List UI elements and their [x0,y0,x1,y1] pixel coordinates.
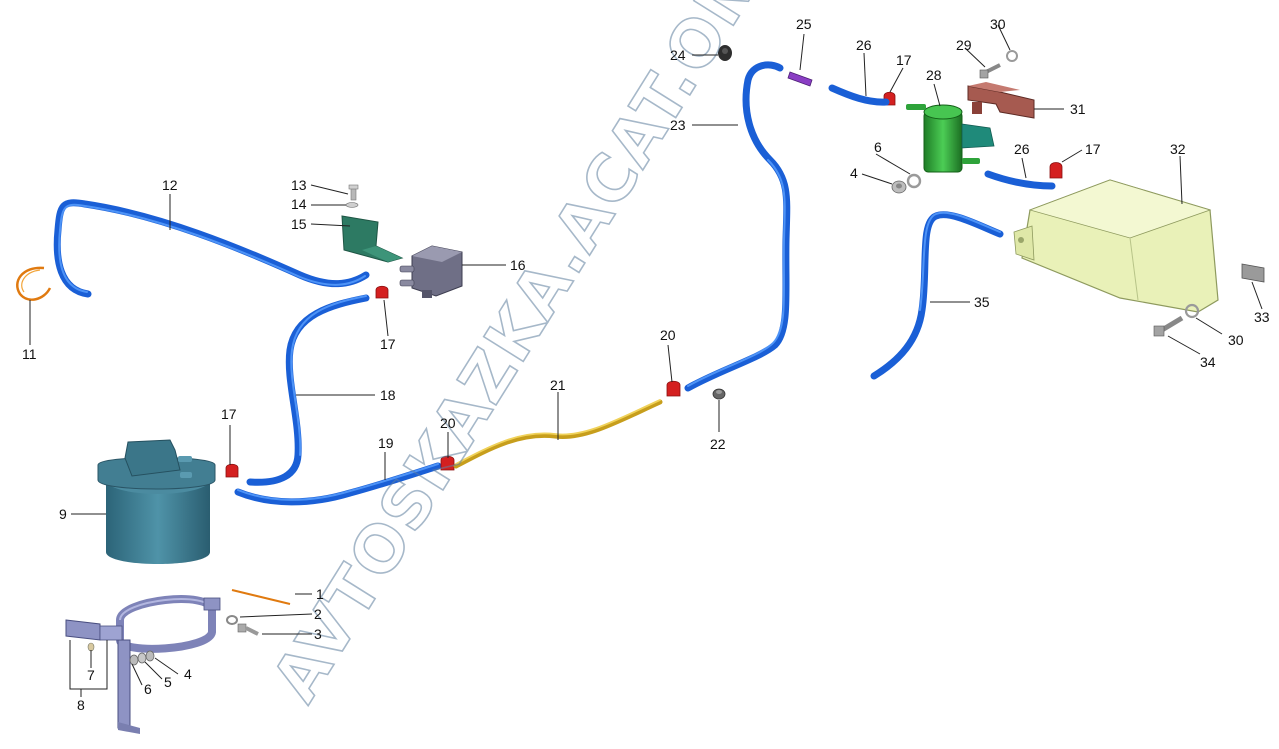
callout-24: 24 [670,47,686,63]
callout-2: 2 [314,606,322,622]
callout-20-a: 20 [440,415,456,431]
part-2-washer [226,615,238,625]
part-9-fuel-filter [97,439,216,564]
callout-30-lower: 30 [1228,332,1244,348]
callout-17-a: 17 [380,336,396,352]
leader-lines [29,24,1263,697]
callout-21: 21 [550,377,566,393]
callout-12: 12 [162,177,178,193]
callout-33: 33 [1254,309,1270,325]
clamp-20-b [666,380,681,397]
part-30-washer-upper [1006,50,1018,62]
callout-8: 8 [77,697,85,713]
callout-29: 29 [956,37,972,53]
callout-19: 19 [378,435,394,451]
callout-9: 9 [59,506,67,522]
callout-26-lower: 26 [1014,141,1030,157]
callout-35: 35 [974,294,990,310]
callout-18: 18 [380,387,396,403]
callout-6-upper: 6 [874,139,882,155]
callout-30-upper: 30 [990,16,1006,32]
part-26-hose-upper [828,84,890,106]
part-31-bracket [967,82,1035,119]
clamp-17-d [1049,162,1063,179]
callout-15: 15 [291,216,307,232]
callout-labels: 1 2 3 4 5 6 7 8 9 11 12 13 14 15 16 17 1… [22,16,1270,713]
callout-20-b: 20 [660,327,676,343]
callout-16: 16 [510,257,526,273]
callout-4-upper: 4 [850,165,858,181]
callout-17-b: 17 [221,406,237,422]
callout-3: 3 [314,626,322,642]
part-15-bracket [341,215,404,263]
part-30-washer-lower [1184,303,1200,319]
part-29-bolt [979,63,1001,79]
clamp-17-a [375,285,389,299]
part-24-grommet [718,45,732,61]
part-12-hose [53,199,370,298]
clamp-17-b [225,463,239,478]
callout-13: 13 [291,177,307,193]
clamp-20-a [440,455,455,471]
part-16-valve [399,245,463,298]
callout-7: 7 [87,667,95,683]
part-18-hose [246,294,370,486]
callout-11: 11 [22,346,37,362]
callout-31: 31 [1070,101,1086,117]
part-13-bolt [348,184,359,201]
part-22-grommet [712,388,726,400]
part-8-bracket [65,595,221,734]
callout-1: 1 [316,586,324,602]
part-34-bolt [1153,315,1184,337]
part-14-washer [345,202,359,208]
part-35-hose [870,211,1004,380]
callout-25: 25 [796,16,812,32]
callout-32: 32 [1170,141,1186,157]
part-4-nut-upper [891,180,907,194]
callout-28: 28 [926,67,942,83]
watermark: AVTOSKAZKA.ACAT.ONLINE [259,0,863,714]
part-33-clip [1241,263,1265,283]
part-23-hose [684,61,791,392]
callout-34: 34 [1200,354,1216,370]
part-19-hose [234,462,442,506]
part-21-fuel-line [453,399,663,469]
callout-6-lower: 6 [144,681,152,697]
callout-23: 23 [670,117,686,133]
part-25-connector [787,71,813,87]
part-3-bolt [237,623,259,636]
part-28-separator [906,104,995,173]
part-26-hose-lower [984,170,1056,190]
callout-4-lower: 4 [184,666,192,682]
callout-26-upper: 26 [856,37,872,53]
part-32-canister [1013,179,1219,313]
callout-22: 22 [710,436,726,452]
callout-17-d: 17 [1085,141,1101,157]
part-7-bolt [87,642,95,652]
part-4-5-6-nuts-washers [129,650,155,666]
part-1-strap [231,589,291,605]
part-6-washer-upper [906,173,922,189]
callout-17-c: 17 [896,52,912,68]
part-11-snap-ring [16,266,52,301]
callout-5: 5 [164,674,172,690]
callout-14: 14 [291,196,307,212]
